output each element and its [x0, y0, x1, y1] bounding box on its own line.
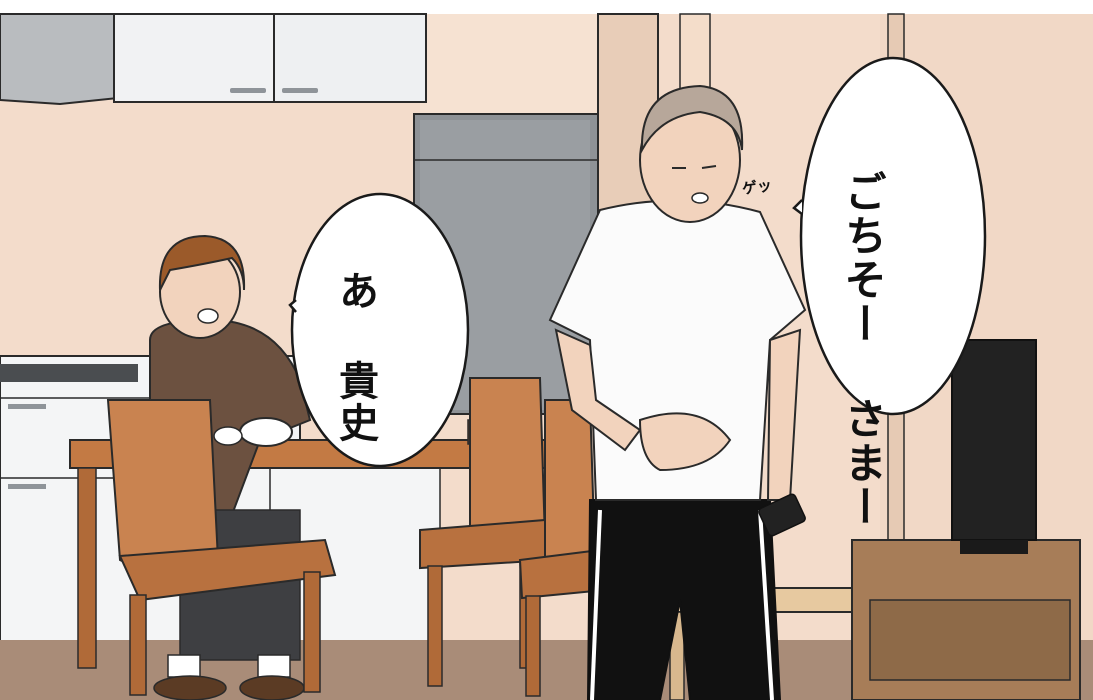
woman-speech-text: あ 貴史: [332, 270, 378, 444]
phone: [758, 493, 806, 537]
speech-bubble-right: [792, 56, 987, 416]
chair-right: [518, 399, 607, 697]
burp-sound-effect: ゲッ: [740, 175, 774, 198]
range-hood: [0, 13, 119, 106]
upper-cabinet: [113, 13, 275, 103]
chair-front-left: [106, 399, 337, 696]
television: [951, 339, 1037, 541]
man-speech-text: ごちそー さまー: [838, 170, 888, 529]
speech-bubble-left: [288, 192, 470, 468]
bowl: [239, 417, 293, 447]
man-figure: [548, 84, 807, 700]
